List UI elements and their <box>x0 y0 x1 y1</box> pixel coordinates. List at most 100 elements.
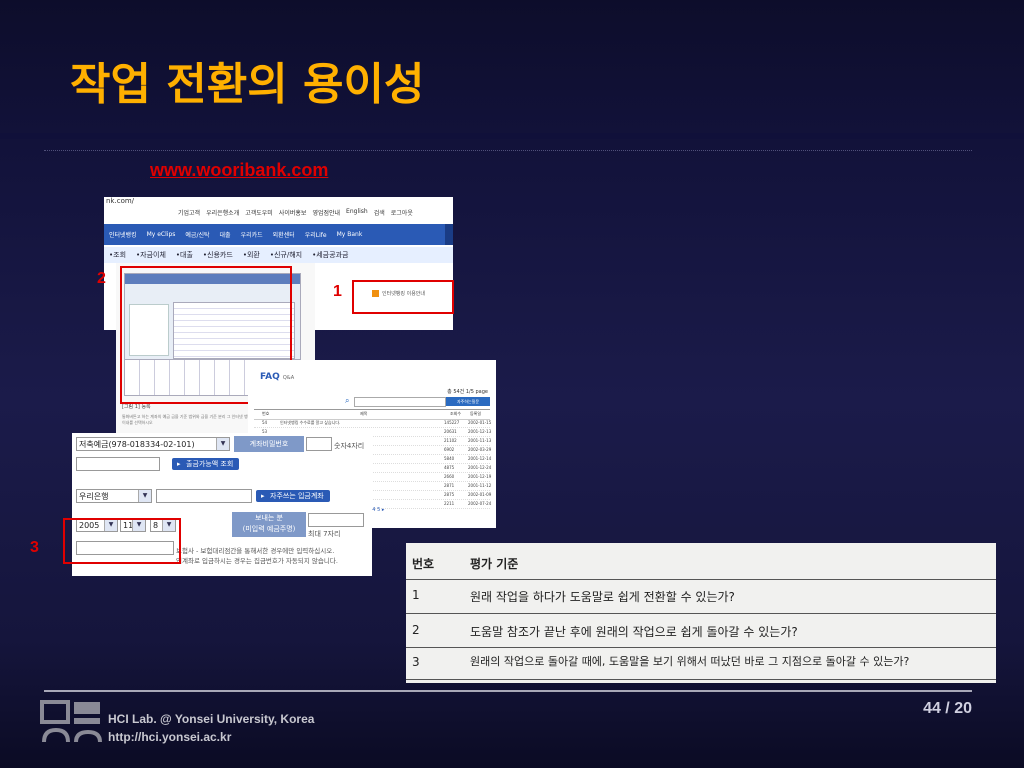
subnav-item[interactable]: •대출 <box>175 251 193 259</box>
year-select[interactable]: 2005 ▼ <box>76 518 118 532</box>
criteria-row-text: 도움말 참조가 끝난 후에 원래의 작업으로 쉽게 돌아갈 수 있는가? <box>470 625 798 639</box>
subnav-item[interactable]: •세금공과금 <box>312 251 349 259</box>
faq-subtitle: Q&A <box>282 375 295 381</box>
table-rule <box>406 613 996 614</box>
faq-search-button[interactable]: 자주하는질문 <box>446 397 490 406</box>
highlight-box-3 <box>63 518 181 564</box>
footer-divider <box>44 690 972 692</box>
faq-cell-views: 2875 <box>444 492 455 497</box>
criteria-row-text: 원래의 작업으로 돌아갈 때에, 도움말을 보기 위해서 떠났던 바로 그 지점… <box>470 655 910 668</box>
app-tree-panel <box>129 304 169 356</box>
account-select-value: 저축예금(978-018334-02-101) <box>79 440 195 449</box>
notice-2: 업계좌로 입금하시는 경우는 집금번호가 자동되지 않습니다. <box>176 557 338 565</box>
frequent-account-button[interactable]: 자주쓰는 입금계좌 <box>256 490 330 502</box>
faq-cell-date: 2001-12-14 <box>468 456 492 461</box>
evaluation-criteria-table: 번호 평가 기준 1 원래 작업을 하다가 도움말로 쉽게 전환할 수 있는가?… <box>406 543 996 683</box>
faq-cell-date: 2001-12-13 <box>468 429 492 434</box>
top-link[interactable]: 영업점안내 <box>312 210 341 217</box>
bank-select[interactable]: 우리은행 ▼ <box>76 489 152 503</box>
nav-item[interactable]: My Bank <box>336 231 363 238</box>
bank-main-nav: 인터넷뱅킹 My eClips 예금/신탁 대출 우리카드 외환센터 우리Lif… <box>104 224 453 245</box>
highlight-box-2 <box>120 266 292 404</box>
sender-label-sub: (미입력 예금주명) <box>242 525 296 533</box>
faq-cell-date: 2001-11-12 <box>468 483 492 488</box>
account-number-input[interactable] <box>156 489 252 503</box>
subnav-item[interactable]: •조회 <box>109 251 127 259</box>
top-link[interactable]: 로그아웃 <box>390 210 413 217</box>
faq-cell-date: 2002-01-15 <box>468 420 492 425</box>
faq-cell-date: 2002-01-09 <box>468 492 492 497</box>
faq-title-text: FAQ <box>260 372 280 382</box>
guide-link-label: 인터넷뱅킹 이용안내 <box>382 291 425 297</box>
criteria-row-text: 원래 작업을 하다가 도움말로 쉽게 전환할 수 있는가? <box>470 590 735 604</box>
app-window <box>124 273 301 360</box>
nav-item[interactable]: 예금/신탁 <box>185 232 210 239</box>
table-rule <box>406 579 996 580</box>
faq-page-info: 총 54건 1/5 page <box>447 389 488 395</box>
table-rule <box>406 647 996 648</box>
bank-sub-nav: •조회 •자금이체 •대출 •신용카드 •외환 •신규/해지 •세금공과금 <box>104 247 453 263</box>
app-caption: [그림 1] 등록 <box>122 404 151 410</box>
footer-url[interactable]: http://hci.yonsei.ac.kr <box>108 730 232 744</box>
nav-end-cap <box>445 224 453 245</box>
subnav-item[interactable]: •신용카드 <box>202 251 233 259</box>
top-link[interactable]: 사이버홍보 <box>278 210 307 217</box>
faq-search-input[interactable] <box>354 397 446 407</box>
top-link[interactable]: 고객도우미 <box>245 210 273 217</box>
subnav-item[interactable]: •신규/해지 <box>269 251 303 259</box>
faq-cell-no: 54 <box>262 420 268 425</box>
criteria-row-no: 1 <box>412 588 420 602</box>
password-input[interactable] <box>306 437 332 451</box>
transfer-form-screenshot: 저축예금(978-018334-02-101) ▼ 계좌비밀번호 숫자4자리 출… <box>72 433 372 576</box>
top-link[interactable]: 우리은행소개 <box>206 210 240 217</box>
day-value: 8 <box>153 521 159 530</box>
chevron-down-icon: ▼ <box>138 490 151 502</box>
col-header: 조회수 <box>450 411 462 416</box>
nav-item[interactable]: 우리카드 <box>240 232 263 239</box>
chevron-down-icon: ▼ <box>216 438 229 450</box>
col-header: 등록일 <box>470 411 482 416</box>
faq-cell-views: 6902 <box>444 447 455 452</box>
nav-item[interactable]: 대출 <box>219 232 231 239</box>
app-tab-bar <box>125 274 300 284</box>
bank-url-link[interactable]: www.wooribank.com <box>150 160 329 180</box>
subnav-item[interactable]: •외환 <box>242 251 260 259</box>
slide-title: 작업 전환의 용이성 <box>70 59 425 110</box>
amount-input[interactable] <box>76 457 160 471</box>
nav-item[interactable]: 인터넷뱅킹 <box>109 232 137 239</box>
marker-1: 1 <box>333 283 342 300</box>
nav-item[interactable]: My eClips <box>146 231 176 238</box>
subnav-item[interactable]: •자금이체 <box>136 251 166 259</box>
top-link[interactable]: English <box>346 208 368 215</box>
account-select[interactable]: 저축예금(978-018334-02-101) ▼ <box>76 437 230 451</box>
app-note: 통화버튼고 하는 계좌의 예금 금을 기준 범위와 금을 기준 분리 그 인터넷… <box>122 414 305 425</box>
search-icon[interactable]: ⌕ <box>345 396 350 405</box>
chevron-down-icon: ▼ <box>132 519 145 531</box>
top-link[interactable]: 검색 <box>373 210 385 217</box>
month-select[interactable]: 11 ▼ <box>120 518 146 532</box>
guide-link[interactable]: 인터넷뱅킹 이용안내 <box>372 290 425 297</box>
sender-label: 보내는 분 (미입력 예금주명) <box>232 512 306 537</box>
faq-cell-date: 2001-11-13 <box>468 438 492 443</box>
balance-check-button[interactable]: 출금가능액 조회 <box>172 458 240 470</box>
faq-cell-title: 인터넷뱅킹 수수료를 알고 싶습니다. <box>280 420 341 425</box>
month-value: 11 <box>123 521 134 530</box>
criteria-header-no: 번호 <box>412 557 435 571</box>
nav-item[interactable]: 외환센터 <box>272 232 295 239</box>
faq-row[interactable]: 2875 2002-01-09 <box>254 491 492 500</box>
reference-input[interactable] <box>76 541 174 555</box>
marker-2: 2 <box>97 270 106 287</box>
sender-input[interactable] <box>308 513 364 527</box>
day-select[interactable]: 8 ▼ <box>150 518 176 532</box>
footer-lab-name: HCI Lab. @ Yonsei University, Korea <box>108 712 315 726</box>
nav-item[interactable]: 우리Life <box>304 232 327 239</box>
top-link[interactable]: 기업고객 <box>178 210 201 217</box>
sender-label-text: 보내는 분 <box>255 514 283 522</box>
notice-1: 보험사 - 보험대리점간을 통해서한 경우에만 입력하십시오. <box>176 547 335 555</box>
